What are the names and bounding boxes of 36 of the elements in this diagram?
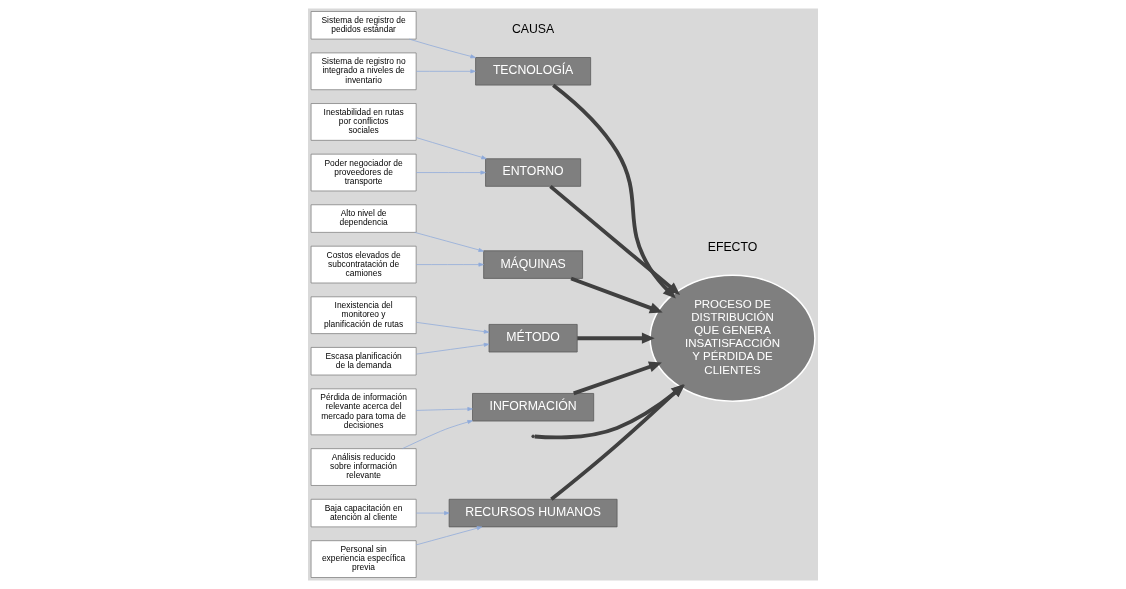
node-box: Escasa planificación de la demanda <box>310 347 417 376</box>
arrow <box>415 526 483 546</box>
arrow <box>415 511 450 516</box>
node-box: Inestabilidad en rutas por conflictos sociales <box>310 103 417 141</box>
node-box: Análisis reducido sobre información relevante <box>310 448 417 486</box>
label: CAUSA <box>511 21 555 36</box>
node-box: INFORMACIÓN <box>472 393 595 422</box>
node-box: TECNOLOGÍA <box>475 57 591 86</box>
arrow <box>415 321 490 334</box>
arrow <box>415 262 484 267</box>
arrow <box>415 407 473 411</box>
node-box: Sistema de registro no integrado a niveles de inventario <box>310 52 417 91</box>
arrow <box>402 420 473 449</box>
arrow <box>577 332 655 344</box>
node-box: Costos elevados de subcontratación de camiones <box>310 245 417 284</box>
arrow <box>415 170 486 175</box>
arrow <box>415 137 487 160</box>
arrow <box>408 38 476 59</box>
node-box: MÁQUINAS <box>483 250 583 279</box>
node-box: Alto nivel de dependencia <box>310 204 417 233</box>
node-box: Baja capacitación en atención al cliente <box>310 498 417 528</box>
arrow <box>549 184 681 295</box>
node-box: ENTORNO <box>485 158 582 187</box>
node-box: RECURSOS HUMANOS <box>448 498 618 528</box>
node-box: Poder negociador de proveedores de transporte <box>310 153 417 192</box>
arrow <box>415 69 476 74</box>
node-box: Sistema de registro de pedidos estándar <box>310 11 417 40</box>
arrow <box>415 342 490 355</box>
label: EFECTO <box>707 239 758 254</box>
node-box: Personal sin experiencia específica previa <box>310 540 417 578</box>
arrow <box>414 232 484 252</box>
node-box: MÉTODO <box>488 324 578 353</box>
node-box: Inexistencia del monitoreo y planificación de rutas <box>310 296 417 334</box>
arrow <box>573 361 662 396</box>
node-box: Pérdida de información relevante acerca del mercado para toma de decisiones <box>310 388 417 436</box>
arrow <box>570 276 663 314</box>
